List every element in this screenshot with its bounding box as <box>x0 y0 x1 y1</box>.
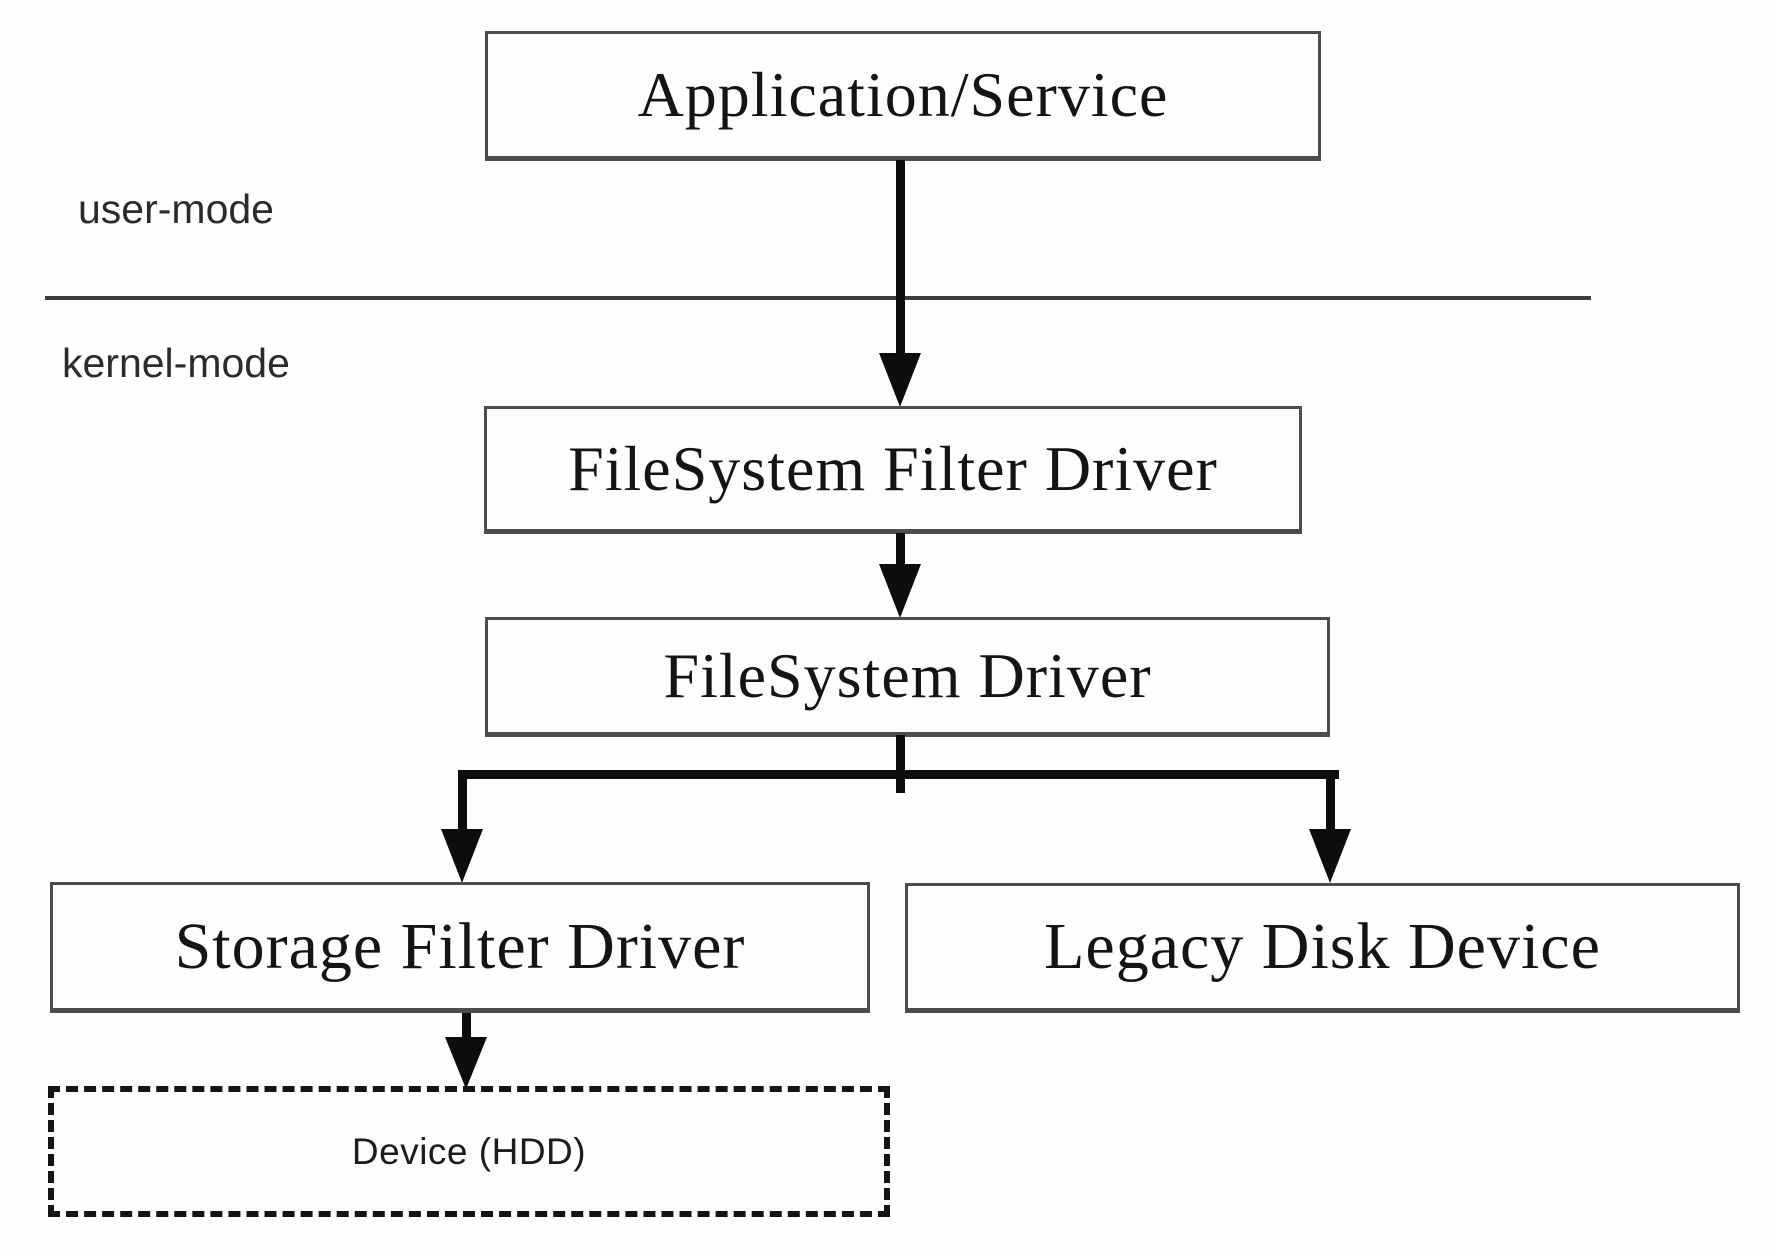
user-kernel-divider-line <box>45 296 1591 300</box>
arrow-app-to-fsfilter-shaft <box>896 160 905 356</box>
user-mode-label: user-mode <box>78 186 274 232</box>
node-device-hdd: Device (HDD) <box>48 1086 890 1217</box>
arrow-fsdriver-to-legacy-arrowhead-icon <box>1309 829 1351 883</box>
node-filesystem-driver-label: FileSystem Driver <box>663 640 1152 711</box>
arrow-storage-to-device-arrowhead-icon <box>445 1037 487 1089</box>
node-storage-filter-driver-label: Storage Filter Driver <box>174 909 746 983</box>
node-application-service: Application/Service <box>485 31 1321 161</box>
node-filesystem-filter-driver-label: FileSystem Filter Driver <box>568 433 1218 504</box>
kernel-mode-label: kernel-mode <box>62 340 290 386</box>
arrow-fsdriver-to-storage-arrowhead-icon <box>441 829 483 883</box>
arrow-app-to-fsfilter-arrowhead-icon <box>879 353 921 407</box>
node-storage-filter-driver: Storage Filter Driver <box>50 882 870 1013</box>
node-legacy-disk-device: Legacy Disk Device <box>905 883 1740 1013</box>
node-filesystem-driver: FileSystem Driver <box>485 617 1330 737</box>
node-legacy-disk-device-label: Legacy Disk Device <box>1044 910 1601 983</box>
arrow-storage-to-device-shaft <box>462 1013 471 1041</box>
arrow-fsfilter-to-fsdriver-arrowhead-icon <box>879 564 921 618</box>
arrow-fsfilter-to-fsdriver-shaft <box>896 533 905 567</box>
node-filesystem-filter-driver: FileSystem Filter Driver <box>484 406 1302 534</box>
arrow-fsdriver-to-storage-shaft <box>458 779 467 833</box>
node-application-service-label: Application/Service <box>637 59 1169 130</box>
branch-connector-horizontal-line <box>458 770 1339 779</box>
node-device-hdd-label: Device (HDD) <box>351 1130 587 1172</box>
branch-connector-top-stub <box>896 735 905 775</box>
arrow-fsdriver-to-legacy-shaft <box>1326 779 1335 833</box>
branch-connector-center-stub <box>896 779 905 793</box>
